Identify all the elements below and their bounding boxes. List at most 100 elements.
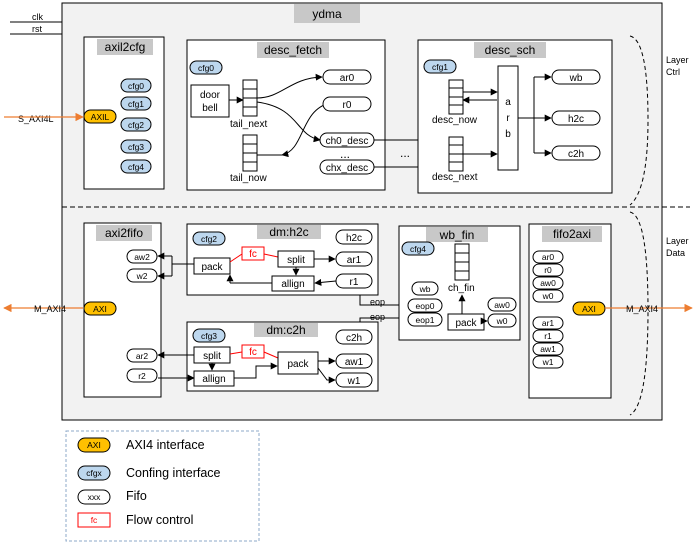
h2c-fc-box xyxy=(241,246,265,261)
dm-c2h-cfg-label: cfg3 xyxy=(201,331,217,341)
c2h-fifo-label: c2h xyxy=(568,149,584,160)
desc-fetch-cfg-pill xyxy=(189,60,223,75)
desc-sch-header xyxy=(474,42,546,58)
w2-fifo xyxy=(126,268,158,283)
h2c-fc-label: fc xyxy=(249,249,257,260)
r0-fifo-label: r0 xyxy=(343,100,352,111)
m-axi4-left-label: M_AXI4 xyxy=(34,304,66,314)
fifo2axi-title: fifo2axi xyxy=(553,227,591,241)
w2-fifo-label: w2 xyxy=(136,271,148,281)
legend-fifo-symbol-text: xxx xyxy=(88,492,102,502)
axil2cfg-title: axil2cfg xyxy=(105,40,146,54)
axi-left-interface-label: AXI xyxy=(93,304,107,314)
clk-label: clk xyxy=(32,12,43,22)
f2a-ar1-fifo xyxy=(532,316,564,330)
ar0-fifo-label: ar0 xyxy=(340,73,355,84)
layer-data-line1: Layer xyxy=(666,236,689,246)
ydma-title: ydma xyxy=(312,7,342,21)
legend-cfg-label: Confing interface xyxy=(126,466,221,480)
legend-fifo-label: Fifo xyxy=(126,489,147,503)
desc-sch-cfg-label: cfg1 xyxy=(432,62,448,72)
fifo2axi-header xyxy=(542,226,602,242)
legend-cfg-symbol-text: cfgx xyxy=(86,468,102,478)
cfg4-label: cfg4 xyxy=(128,162,144,172)
desc-fetch-title: desc_fetch xyxy=(264,43,322,57)
f2a-r0-label: r0 xyxy=(544,265,552,275)
chx-desc-fifo-label: chx_desc xyxy=(326,163,368,174)
axil2cfg-cfg-list: cfg0 cfg1 cfg2 cfg3 cfg4 xyxy=(120,78,152,174)
tail-next-fifo xyxy=(242,79,258,117)
dm-c2h-cfg-pill xyxy=(192,328,226,343)
eop-label-1: eop xyxy=(370,297,385,307)
c2h-pack-label: pack xyxy=(287,359,309,370)
door-bell-box xyxy=(190,84,230,118)
wb-fin-header xyxy=(426,227,488,242)
dm-h2c-cfg-pill xyxy=(192,231,226,246)
r1-fifo-label: r1 xyxy=(350,277,359,288)
ar1-fifo-label: ar1 xyxy=(347,255,362,266)
ydma-header xyxy=(294,4,360,23)
fifo2axi-interface-label: AXI xyxy=(582,304,596,314)
f2a-aw0-fifo xyxy=(532,276,564,290)
ar0-fifo xyxy=(322,69,372,85)
wb-fifo-label: wb xyxy=(569,73,583,84)
cfg3-pill xyxy=(120,139,152,154)
wb-fin-cfg-label: cfg4 xyxy=(410,244,426,254)
dm-c2h-title: dm:c2h xyxy=(266,323,305,337)
axil-interface-label: AXIL xyxy=(91,112,110,122)
aw2-fifo-label: aw2 xyxy=(134,252,150,262)
desc-fetch-ellipsis: ... xyxy=(340,147,350,161)
ch0-desc-fifo-label: ch0_desc xyxy=(326,136,369,147)
legend-cfg-symbol xyxy=(77,465,111,481)
axil-interface-pill xyxy=(83,109,117,124)
layer-ctrl-line2: Ctrl xyxy=(666,67,680,77)
desc-sch-ellipsis: ... xyxy=(400,146,410,160)
h2c-in-fifo-label: h2c xyxy=(346,233,362,244)
wb-fin-aw0-fifo-label: aw0 xyxy=(494,300,510,310)
door-bell-line2: bell xyxy=(202,103,218,114)
aw1-fifo xyxy=(335,353,373,369)
eop-label-2: eop xyxy=(370,312,385,322)
f2a-ar0-fifo xyxy=(532,250,564,264)
axi-left-interface-pill xyxy=(83,301,117,316)
f2a-aw1-fifo xyxy=(532,342,564,356)
layer-ctrl-line1: Layer xyxy=(666,55,689,65)
wb-fin-w0-fifo xyxy=(487,313,517,328)
ar2-fifo xyxy=(126,348,158,363)
data-brace xyxy=(629,211,649,416)
axi2fifo-header xyxy=(96,225,152,241)
eop0-fifo-label: eop0 xyxy=(416,301,435,311)
desc-now-label: desc_now xyxy=(432,115,478,126)
r0-fifo xyxy=(322,96,372,112)
legend-fc-symbol-text: fc xyxy=(91,515,98,525)
fifo2axi-fifo-list: ar0 r0 aw0 w0 ar1 r1 aw1 w1 xyxy=(532,250,564,369)
h2c-fifo xyxy=(551,110,601,126)
f2a-w0-label: w0 xyxy=(542,291,554,301)
legend-axi-symbol-text: AXI xyxy=(87,440,101,450)
wb-fin-w0-fifo-label: w0 xyxy=(496,316,508,326)
h2c-in-fifo xyxy=(335,229,373,245)
f2a-aw1-label: aw1 xyxy=(540,344,556,354)
axi2fifo-title: axi2fifo xyxy=(105,226,143,240)
h2c-fifo-label: h2c xyxy=(568,114,584,125)
cfg1-pill xyxy=(120,96,152,111)
tail-now-fifo xyxy=(242,134,258,172)
c2h-in-fifo xyxy=(335,329,373,345)
f2a-r1-label: r1 xyxy=(544,331,552,341)
eop0-fifo xyxy=(407,298,443,313)
h2c-split-label: split xyxy=(287,255,305,266)
c2h-split-label: split xyxy=(203,351,221,362)
legend-fc-label: Flow control xyxy=(126,513,193,527)
legend-fifo-symbol xyxy=(77,489,111,505)
w1-fifo xyxy=(335,372,373,388)
r2-fifo xyxy=(126,368,158,383)
legend-fc-symbol xyxy=(77,512,111,528)
desc-now-fifo xyxy=(448,79,464,115)
desc-next-fifo xyxy=(448,136,464,172)
eop1-fifo-label: eop1 xyxy=(416,315,435,325)
f2a-aw0-label: aw0 xyxy=(540,278,556,288)
desc-fetch-cfg-label: cfg0 xyxy=(198,63,214,73)
door-bell-line1: door xyxy=(200,90,221,101)
aw1-fifo-label: aw1 xyxy=(345,357,364,368)
